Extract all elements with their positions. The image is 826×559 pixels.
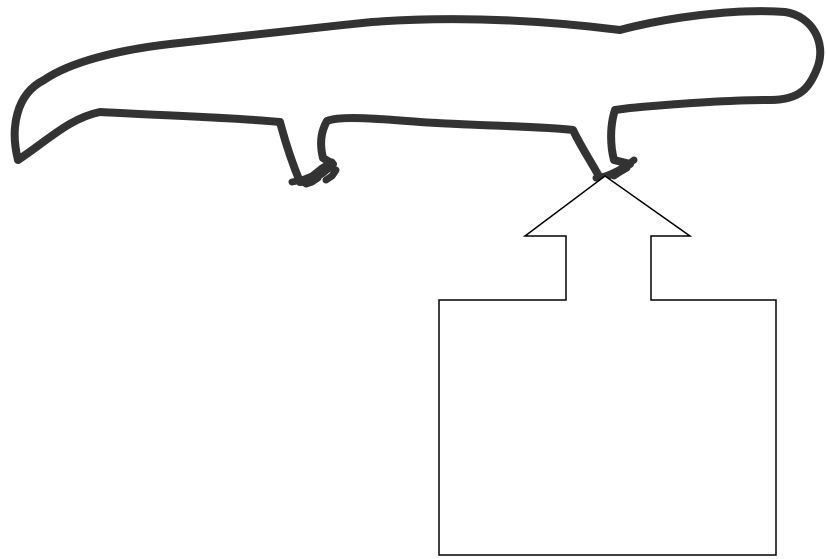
up-arrow-icon	[438, 175, 777, 556]
front-foot-toes-icon	[288, 158, 340, 188]
hind-foot-toes-icon	[592, 156, 638, 182]
salamander-outline-icon	[10, 7, 825, 186]
